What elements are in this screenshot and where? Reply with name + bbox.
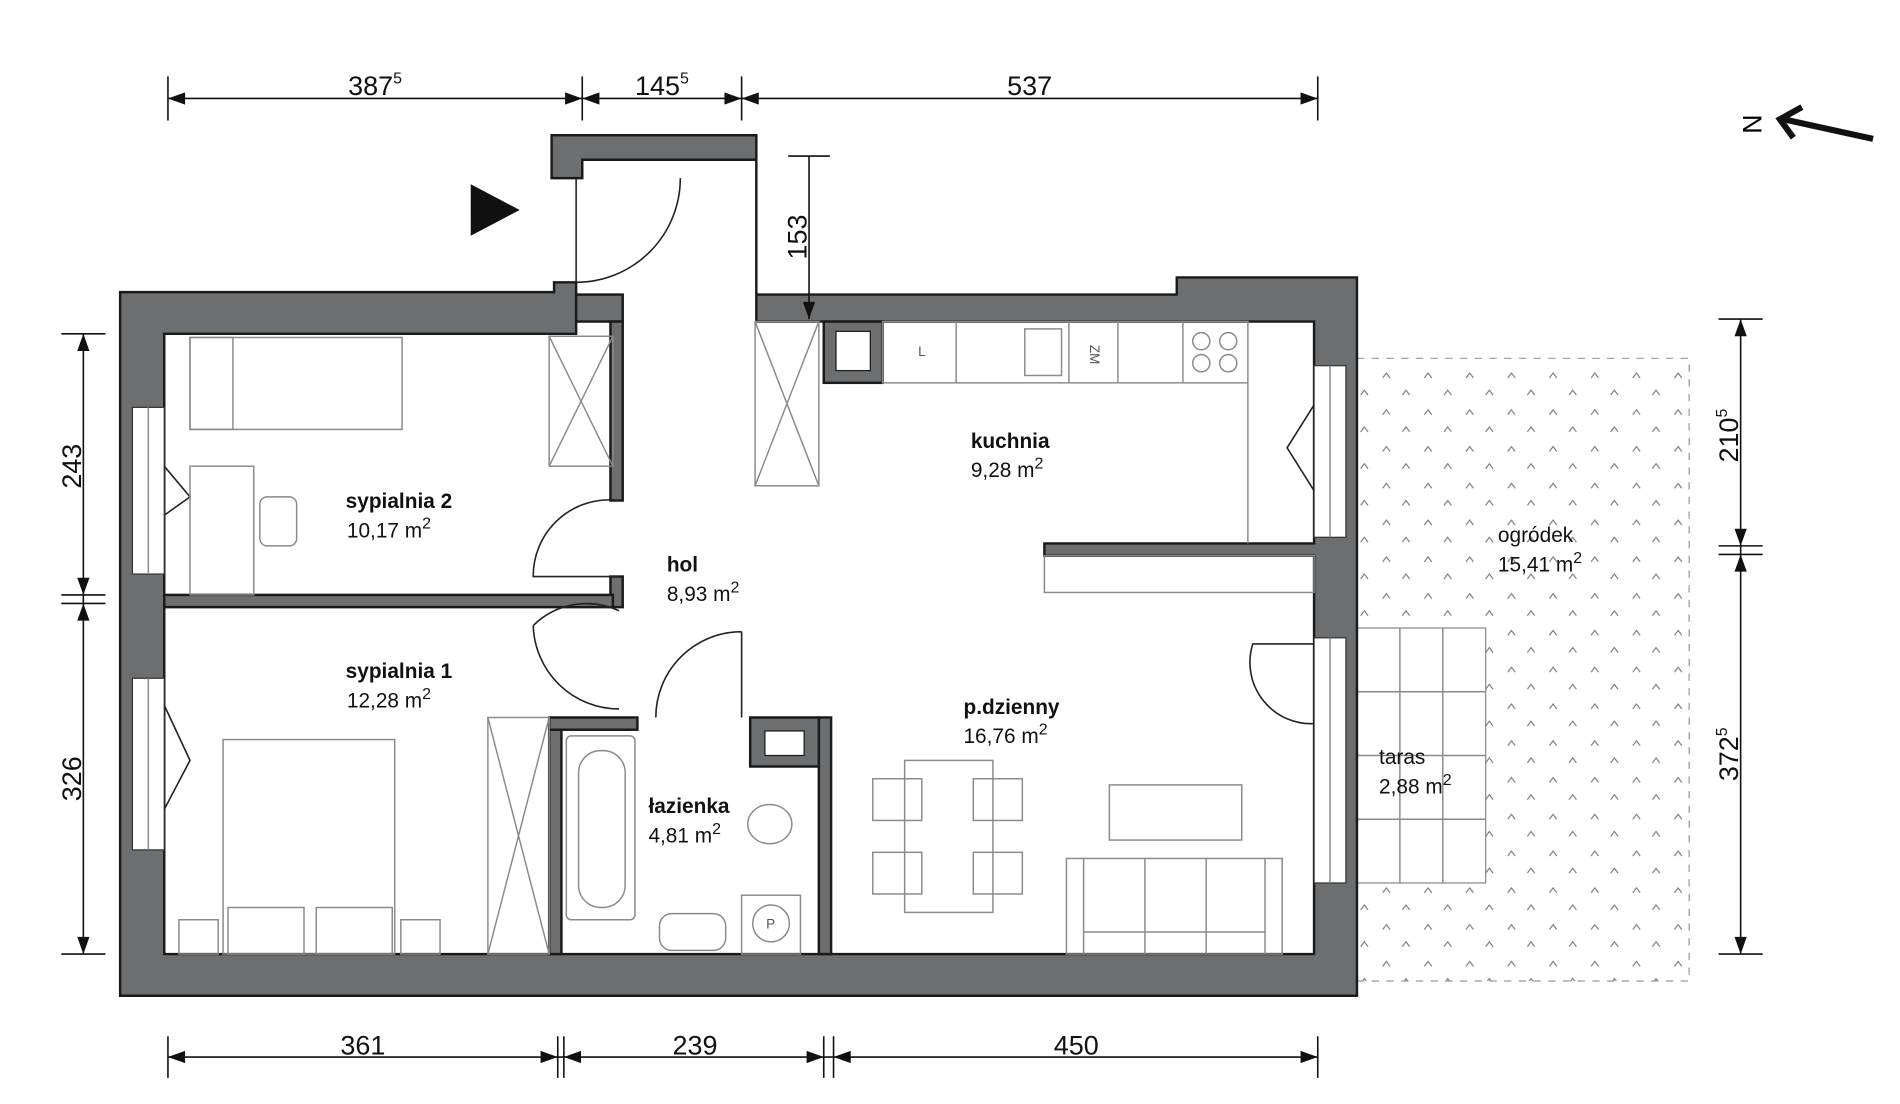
room-p-dzienny: p.dzienny 16,76 m2: [963, 696, 1059, 748]
svg-text:16,76 m2: 16,76 m2: [963, 722, 1047, 749]
north-arrow-icon: [1775, 104, 1874, 142]
svg-text:9,28 m2: 9,28 m2: [971, 456, 1044, 483]
svg-text:2,88 m2: 2,88 m2: [1379, 772, 1452, 799]
svg-text:sypialnia 2: sypialnia 2: [346, 490, 453, 513]
walls: [118, 134, 1359, 997]
dimension-lines: [61, 76, 1763, 1078]
terrace-area: [1356, 627, 1487, 884]
svg-text:sypialnia 1: sypialnia 1: [346, 660, 453, 683]
sink-label: L: [918, 344, 926, 359]
svg-text:ogródek: ogródek: [1498, 524, 1574, 547]
dim-right-2: 3725: [1714, 727, 1744, 781]
svg-text:taras: taras: [1379, 746, 1425, 769]
dim-bottom-2: 239: [673, 1031, 718, 1061]
svg-text:łazienka: łazienka: [648, 795, 729, 818]
room-kuchnia: kuchnia 9,28 m2: [971, 430, 1050, 482]
room-ogrodek: ogródek 15,41 m2: [1498, 524, 1582, 576]
room-sypialnia-1: sypialnia 1 12,28 m2: [346, 660, 453, 712]
svg-text:10,17 m2: 10,17 m2: [347, 516, 431, 543]
dim-top-1: 3875: [348, 71, 402, 101]
svg-text:4,81 m2: 4,81 m2: [648, 821, 721, 848]
room-taras: taras 2,88 m2: [1379, 746, 1452, 798]
washer-label: P: [766, 916, 775, 931]
dim-left-2: 326: [57, 756, 87, 801]
svg-text:8,93 m2: 8,93 m2: [667, 579, 740, 606]
room-hol: hol 8,93 m2: [667, 554, 740, 606]
svg-text:p.dzienny: p.dzienny: [963, 696, 1059, 719]
furniture: [178, 320, 1315, 955]
dim-bottom-3: 450: [1054, 1031, 1099, 1061]
svg-text:12,28 m2: 12,28 m2: [347, 686, 431, 713]
dishwasher-label: ZM: [1087, 345, 1102, 364]
dim-entry: 153: [783, 214, 813, 259]
svg-text:hol: hol: [667, 554, 698, 577]
room-sypialnia-2: sypialnia 2 10,17 m2: [346, 490, 453, 542]
room-lazienka: łazienka 4,81 m2: [648, 795, 729, 847]
doors: [163, 178, 1315, 810]
dim-top-3: 537: [1007, 71, 1052, 101]
dim-left-1: 243: [57, 444, 87, 489]
svg-text:15,41 m2: 15,41 m2: [1498, 550, 1582, 577]
dim-bottom-1: 361: [340, 1031, 385, 1061]
dim-right-1: 2105: [1714, 408, 1744, 462]
entrance-arrow-icon: [470, 184, 520, 236]
dim-top-2: 1455: [635, 71, 689, 101]
svg-text:kuchnia: kuchnia: [971, 430, 1050, 453]
north-label: N: [1737, 114, 1767, 133]
